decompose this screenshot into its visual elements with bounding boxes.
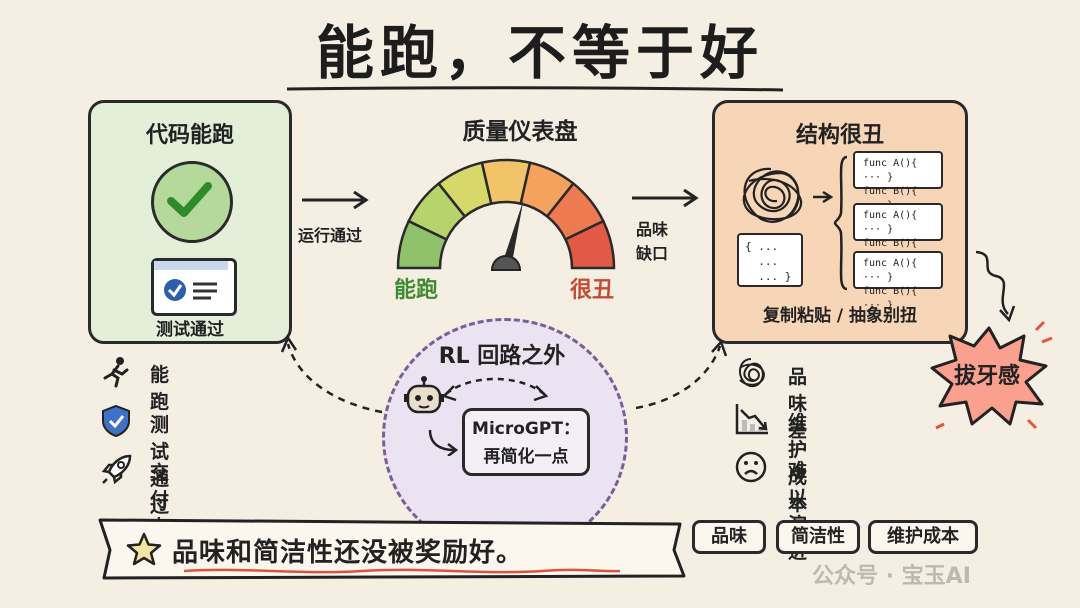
dashed-arrow-left [280, 335, 383, 414]
code-runs-panel: 代码能跑 测试通过 [88, 100, 292, 344]
microgpt-line-1: MicroGPT： [472, 419, 580, 439]
runs-pass-label: 运行通过 [298, 226, 363, 245]
func-line: func A(){ ··· } [863, 210, 918, 235]
rl-loop-title: RL 回路之外 [438, 344, 566, 369]
list-label: 能跑 [150, 364, 170, 413]
checkmark-icon [151, 161, 233, 243]
ugly-structure-title: 结构很丑 [795, 123, 884, 148]
arrow-right-icon [302, 190, 369, 210]
gauge-right-label: 很丑 [570, 278, 615, 303]
tag-maintenance-cost: 维护成本 [868, 520, 978, 554]
sad-face-icon [735, 451, 767, 483]
code-block: { ... ... ... } [737, 233, 803, 287]
code-runs-title: 代码能跑 [145, 123, 234, 148]
ugly-structure-panel: 结构很丑 func A(){ ··· } func B(){ ··· } fun… [712, 100, 968, 344]
small-arrow-icon [813, 190, 834, 204]
gauge-title: 质量仪表盘 [462, 119, 578, 145]
func-line: func A(){ ··· } [863, 258, 918, 283]
gauge-needle [501, 200, 524, 270]
test-card-icon [151, 258, 237, 316]
robot-icon [404, 376, 444, 414]
microgpt-box: MicroGPT： 再简化一点 [462, 408, 590, 476]
watermark: 公众号 · 宝玉AI [812, 564, 971, 589]
quality-gauge [396, 158, 616, 271]
dashed-arrow-right [635, 339, 728, 410]
func-box-1: func A(){ ··· } func B(){ ··· } [853, 151, 943, 211]
list-label: 品味差 [788, 366, 808, 442]
gauge-hub [490, 255, 522, 271]
rocket-icon [101, 454, 132, 485]
burst-text: 拔牙感 [953, 364, 1020, 389]
shield-check-icon [102, 404, 130, 438]
tests-pass-caption: 测试通过 [156, 320, 224, 340]
taste-gap-line-1: 品味 [636, 220, 669, 239]
squiggle-arrow-icon [975, 250, 1016, 323]
title-underline [286, 86, 784, 92]
tangle-icon [739, 358, 766, 387]
small-curve-arrow [428, 429, 459, 456]
curly-brace-icon [833, 155, 848, 291]
runner-icon [103, 357, 129, 388]
func-line: func A(){ ··· } [863, 158, 918, 183]
banner-text: 品味和简洁性还没被奖励好。 [172, 538, 524, 568]
copy-paste-caption: 复制粘贴 / 抽象别扭 [762, 306, 918, 326]
bottom-banner [98, 518, 686, 580]
func-box-3: func A(){ ··· } func B(){ ··· } [853, 251, 943, 311]
list-label: 测试通过 [150, 414, 170, 517]
gauge-left-label: 能跑 [394, 278, 439, 303]
gauge-segment [563, 219, 616, 270]
tag-simplicity: 简洁性 [776, 520, 860, 554]
arrow-right-icon-2 [632, 188, 699, 208]
banner-underline [183, 568, 621, 574]
func-box-2: func A(){ ··· } func B(){ ··· } [853, 203, 943, 263]
microgpt-line-2: 再简化一点 [483, 447, 569, 467]
taste-gap-line-2: 缺口 [636, 244, 669, 263]
taste-gap-label: 品味 缺口 [636, 218, 668, 266]
chart-down-icon [735, 404, 768, 435]
tag-taste: 品味 [692, 520, 766, 554]
func-line: func B(){ ··· } [863, 286, 918, 311]
dashed-loop-arrow [441, 377, 549, 402]
tangle-scribble-icon [742, 167, 803, 223]
burst-icon [930, 320, 1053, 430]
star-icon [126, 532, 162, 566]
page-title: 能跑，不等于好 [315, 19, 764, 87]
